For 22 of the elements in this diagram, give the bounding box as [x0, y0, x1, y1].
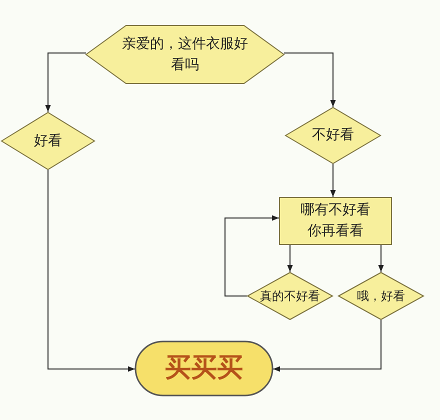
decision-diamond — [247, 272, 333, 320]
node-label: 亲爱的，这件衣服好看吗 — [121, 34, 249, 74]
node-label: 哪有不好看你再看看 — [300, 201, 372, 241]
decision-diamond — [338, 272, 424, 320]
arrow — [378, 244, 384, 272]
node-label: 哦，好看 — [357, 288, 405, 305]
arrow — [48, 170, 136, 372]
decision-hexagon — [86, 25, 284, 84]
arrow — [272, 320, 382, 372]
node-label: 不好看 — [312, 126, 354, 145]
process-box — [279, 197, 392, 245]
node-label: 买买买 — [165, 352, 243, 385]
node-label: 好看 — [34, 132, 62, 150]
arrow — [45, 52, 86, 112]
arrow — [284, 52, 336, 108]
terminal-box — [135, 341, 273, 396]
decision-diamond — [1, 112, 95, 170]
arrow — [224, 215, 280, 296]
arrow — [287, 244, 293, 272]
node-label: 真的不好看 — [260, 288, 320, 305]
decision-diamond — [285, 107, 381, 164]
arrow — [330, 164, 336, 198]
